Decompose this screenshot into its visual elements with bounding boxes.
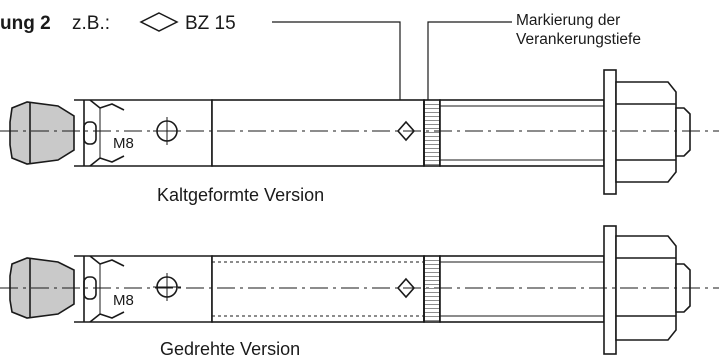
expansion-clip-tip bbox=[9, 101, 75, 165]
callout-text: Markierung der Verankerungstiefe bbox=[516, 12, 641, 48]
washer bbox=[603, 69, 617, 195]
size-label-top: M8 bbox=[113, 135, 134, 152]
callout-leader-line bbox=[427, 21, 512, 100]
caption-turned: Gedrehte Version bbox=[160, 339, 301, 359]
example-prefix: z.B.: bbox=[72, 13, 111, 34]
marking-band bbox=[423, 255, 441, 323]
size-label-bottom: M8 bbox=[113, 292, 134, 309]
bolt-shaft bbox=[211, 99, 425, 167]
caption-cold-formed: Kaltgeformte Version bbox=[157, 185, 325, 205]
expansion-sleeve bbox=[74, 99, 213, 167]
thread-section bbox=[439, 255, 605, 323]
thread-section bbox=[439, 99, 605, 167]
expansion-sleeve bbox=[74, 255, 213, 323]
marking-leader-line bbox=[272, 21, 401, 118]
figure-label: ung 2 bbox=[0, 13, 51, 34]
marking-code: BZ 15 bbox=[185, 13, 236, 34]
anchor-cold-formed bbox=[9, 69, 691, 195]
bolt-shaft bbox=[211, 255, 425, 323]
anchor-turned bbox=[9, 225, 691, 355]
hex-nut bbox=[615, 81, 677, 183]
marking-band bbox=[423, 99, 441, 167]
bolt-end bbox=[675, 107, 691, 157]
header-diamond-icon bbox=[139, 12, 179, 32]
washer bbox=[603, 225, 617, 355]
